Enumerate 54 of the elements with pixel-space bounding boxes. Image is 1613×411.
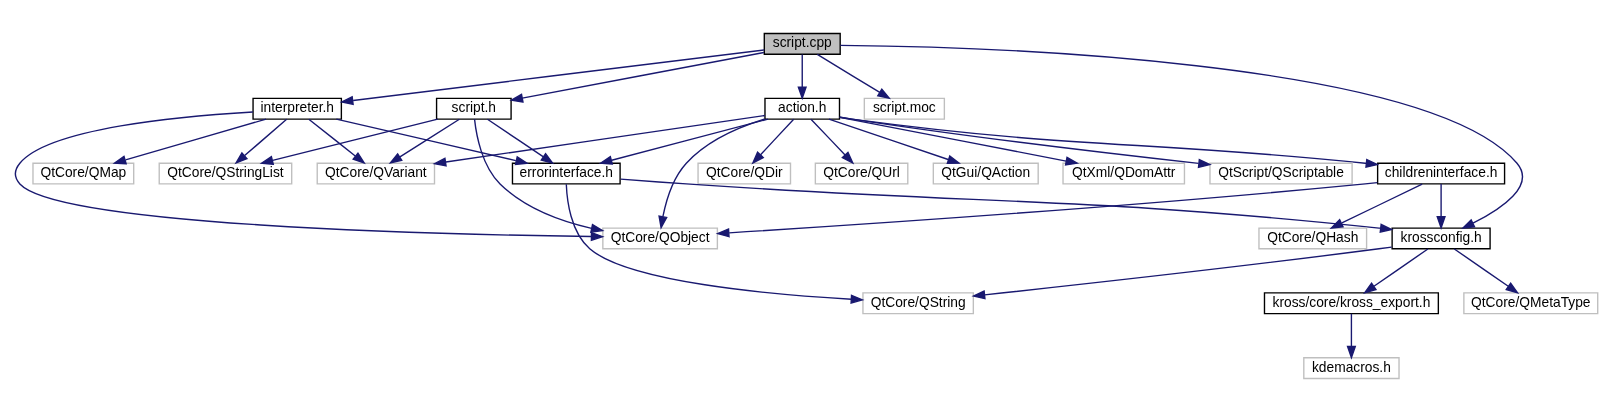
node-box: script.cpp — [763, 32, 841, 55]
node-box: QtCore/QStringList — [158, 162, 293, 185]
arrow — [1453, 247, 1520, 294]
node-box: QtXml/QDomAttr — [1062, 162, 1186, 185]
node-box: QtCore/QString — [862, 291, 975, 314]
arrow — [810, 118, 855, 164]
node-box: QtCore/QUrl — [814, 162, 909, 185]
arrow — [335, 117, 530, 165]
node-box: QtCore/QHash — [1258, 226, 1368, 249]
arrow — [339, 48, 765, 105]
node-box: QtCore/QMetaType — [1463, 291, 1599, 314]
arrow — [308, 118, 366, 164]
arrow — [1436, 182, 1446, 230]
arrow — [112, 117, 267, 165]
arrow — [259, 117, 439, 165]
arrow — [971, 245, 1393, 300]
arrow — [388, 118, 461, 164]
node-box: script.h — [435, 97, 512, 120]
arrow — [751, 118, 795, 164]
arrow — [838, 116, 1380, 168]
node-box: script.moc — [863, 97, 946, 120]
node-box: QtScript/QScriptable — [1209, 162, 1353, 185]
node-box: kross/core/kross_export.h — [1263, 291, 1440, 314]
node-box: interpreter.h — [252, 97, 343, 120]
arrow — [598, 117, 769, 165]
node-box: errorinterface.h — [511, 162, 621, 185]
arrow — [715, 181, 1379, 238]
arrow — [816, 53, 891, 99]
arrow — [509, 51, 765, 103]
arrow — [234, 118, 288, 164]
arrow — [838, 115, 1212, 168]
arrow — [828, 117, 961, 164]
node-box: QtCore/QObject — [602, 226, 719, 249]
arrow — [839, 44, 1524, 229]
arrow — [1329, 182, 1423, 229]
arrow — [14, 110, 605, 241]
arrow — [473, 118, 605, 233]
node-box: krossconfig.h — [1391, 226, 1491, 249]
node-box: QtGui/QAction — [932, 162, 1039, 185]
node-box: QtCore/QMap — [32, 162, 135, 185]
arrow — [658, 117, 766, 230]
node-box: action.h — [764, 97, 841, 120]
arrow — [619, 177, 1394, 233]
node-box: QtCore/QDir — [697, 162, 792, 185]
arrow — [486, 118, 555, 164]
arrow — [1346, 312, 1357, 360]
arrow — [839, 116, 1080, 166]
node-box: childreninterface.h — [1376, 162, 1506, 185]
node-box: kdemacros.h — [1303, 356, 1400, 379]
arrow — [797, 53, 808, 100]
arrow — [565, 183, 865, 304]
arrow — [432, 114, 766, 167]
arrow — [1363, 247, 1429, 294]
node-box: QtCore/QVariant — [316, 162, 436, 185]
